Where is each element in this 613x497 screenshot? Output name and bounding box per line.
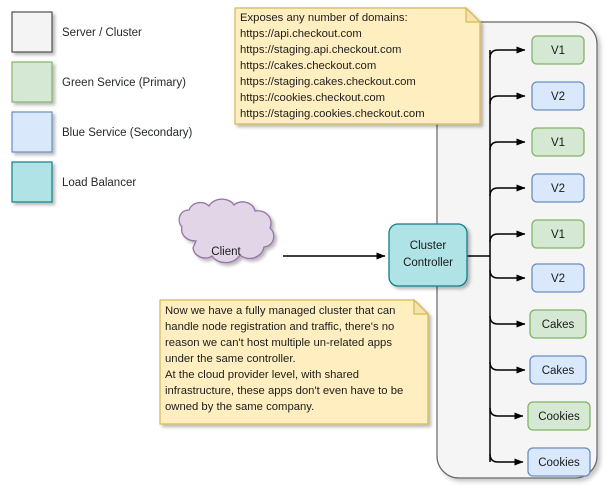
note-bottom — [159, 298, 430, 425]
edge-branch-8 — [489, 361, 526, 374]
legend-label-green-service: Green Service (Primary) — [62, 77, 186, 89]
service-node-5-box[interactable] — [531, 219, 585, 249]
client-cloud-shape[interactable] — [178, 198, 275, 264]
service-node-6-label: V2 — [551, 273, 565, 285]
note-bottom-line-5: At the cloud provider level, with shared — [165, 369, 359, 381]
service-node-9[interactable]: Cookies — [527, 401, 591, 431]
note-bottom-line-2: handle node registration and traffic, th… — [165, 321, 394, 333]
legend-label-server-cluster: Server / Cluster — [62, 27, 142, 39]
service-node-4-label: V2 — [551, 183, 565, 195]
edge-branch-10 — [489, 453, 524, 466]
legend-item-load-balancer: Load Balancer — [11, 161, 136, 203]
service-node-6-box[interactable] — [531, 263, 585, 293]
service-node-4[interactable]: V2 — [531, 173, 585, 203]
service-node-5-label: V1 — [551, 229, 565, 241]
service-node-1-box[interactable] — [531, 35, 585, 65]
controller-to-services-edges — [466, 46, 526, 466]
note-bottom-text: Now we have a fully managed cluster that… — [165, 305, 403, 413]
service-node-2-box[interactable] — [531, 81, 585, 111]
service-node-6[interactable]: V2 — [531, 263, 585, 293]
note-bottom-line-1: Now we have a fully managed cluster that… — [165, 305, 395, 317]
legend: Server / Cluster Green Service (Primary)… — [11, 11, 193, 203]
service-node-10-box[interactable] — [527, 447, 591, 477]
service-node-4-box[interactable] — [531, 173, 585, 203]
note-top-fold — [465, 6, 482, 23]
edge-branch-9 — [489, 407, 524, 420]
note-top-line-3: https://staging.api.checkout.com — [240, 44, 401, 56]
service-node-7[interactable]: Cakes — [529, 309, 587, 339]
service-node-3[interactable]: V1 — [531, 127, 585, 157]
note-top — [234, 6, 482, 125]
note-bottom-line-7: owned by the same company. — [165, 401, 314, 413]
legend-swatch-blue-service — [11, 111, 53, 153]
note-top-line-7: https://staging.cookies.checkout.com — [240, 108, 425, 120]
note-bottom-line-3: reason we can't host multiple un-related… — [165, 337, 392, 349]
edge-branch-6 — [489, 269, 526, 282]
service-node-8[interactable]: Cakes — [529, 355, 587, 385]
note-top-line-2: https://api.checkout.com — [240, 28, 362, 40]
cluster-controller-label-line2: Controller — [403, 257, 453, 269]
client-node[interactable] — [178, 198, 275, 264]
cluster-controller-box[interactable] — [388, 223, 468, 287]
note-top-shape — [234, 7, 481, 125]
note-top-line-5: https://staging.cakes.checkout.com — [240, 76, 416, 88]
service-node-10[interactable]: Cookies — [527, 447, 591, 477]
service-nodes: V1 V2 V1 V2 V1 V2 Cakes Cakes — [527, 35, 591, 477]
note-top-line-6: https://cookies.checkout.com — [240, 92, 385, 104]
service-node-7-box[interactable] — [529, 309, 587, 339]
service-node-9-box[interactable] — [527, 401, 591, 431]
edge-branch-7 — [489, 315, 526, 328]
service-node-7-label: Cakes — [542, 319, 575, 331]
legend-item-server-cluster: Server / Cluster — [11, 11, 142, 53]
note-top-line-1: Exposes any number of domains: — [240, 12, 408, 24]
edge-branch-2 — [489, 92, 526, 105]
service-node-10-label: Cookies — [538, 457, 580, 469]
service-node-3-label: V1 — [551, 137, 565, 149]
cluster-controller-node[interactable] — [388, 223, 468, 287]
edge-branch-4 — [489, 184, 526, 197]
note-top-line-4: https://cakes.checkout.com — [240, 60, 376, 72]
note-bottom-line-6: infrastructure, these apps don't even ha… — [165, 385, 403, 397]
note-bottom-line-4: under the same controller. — [165, 353, 296, 365]
note-bottom-shape — [159, 299, 429, 425]
edge-branch-1 — [489, 46, 526, 59]
service-node-1[interactable]: V1 — [531, 35, 585, 65]
note-bottom-fold — [413, 298, 430, 315]
service-node-1-label: V1 — [551, 45, 565, 57]
client-label: Client — [211, 246, 241, 258]
edge-branch-3 — [489, 138, 526, 151]
legend-swatch-load-balancer — [11, 161, 53, 203]
service-node-9-label: Cookies — [538, 411, 580, 423]
note-top-text: Exposes any number of domains: https://a… — [240, 12, 425, 120]
legend-item-green-service: Green Service (Primary) — [11, 61, 186, 103]
service-node-3-box[interactable] — [531, 127, 585, 157]
service-node-2-label: V2 — [551, 91, 565, 103]
service-node-8-box[interactable] — [529, 355, 587, 385]
legend-label-blue-service: Blue Service (Secondary) — [62, 127, 193, 139]
service-node-2[interactable]: V2 — [531, 81, 585, 111]
legend-item-blue-service: Blue Service (Secondary) — [11, 111, 193, 153]
service-node-8-label: Cakes — [542, 365, 575, 377]
legend-label-load-balancer: Load Balancer — [62, 177, 136, 189]
cluster-controller-label-line1: Cluster — [410, 240, 447, 252]
service-node-5[interactable]: V1 — [531, 219, 585, 249]
legend-swatch-green-service — [11, 61, 53, 103]
edge-branch-5 — [489, 230, 526, 243]
legend-swatch-server-cluster — [11, 11, 53, 53]
